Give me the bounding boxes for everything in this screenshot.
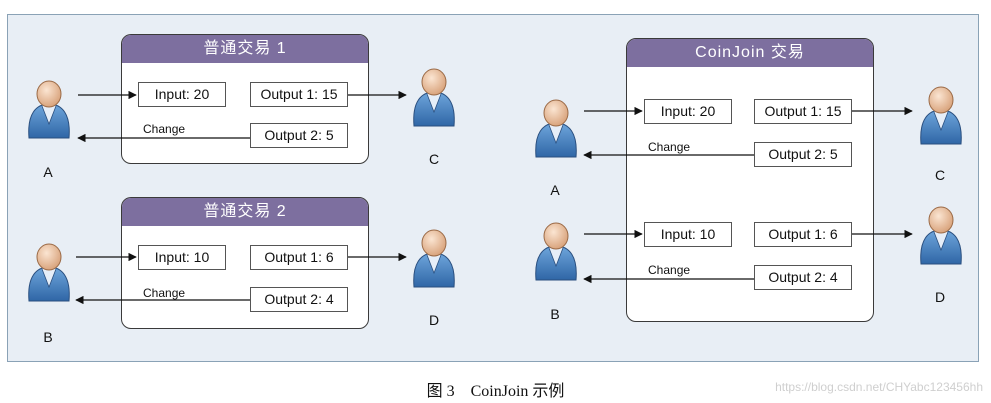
name-b-left: B	[43, 329, 53, 345]
coinjoin-b-output1-box: Output 1: 6	[754, 222, 852, 247]
name-d-left: D	[428, 312, 440, 328]
coinjoin-title: CoinJoin 交易	[627, 39, 873, 67]
name-c-left: C	[428, 151, 440, 167]
person-a-right-icon	[535, 99, 577, 158]
person-b-left-icon	[28, 243, 70, 302]
figure-caption: 图 3 CoinJoin 示例	[426, 383, 565, 400]
tx2-output1-box: Output 1: 6	[250, 245, 348, 270]
tx2-change-label: Change	[143, 286, 186, 300]
coinjoin-b-output2-box: Output 2: 4	[754, 265, 852, 290]
tx2-input-box: Input: 10	[138, 245, 226, 270]
name-b-right: B	[550, 306, 560, 322]
person-c-right-icon	[920, 86, 962, 145]
person-d-left-icon	[413, 229, 455, 288]
name-a-left: A	[43, 164, 53, 180]
name-c-right: C	[934, 167, 946, 183]
coinjoin-a-input-box: Input: 20	[644, 99, 732, 124]
person-c-left-icon	[413, 68, 455, 127]
coinjoin-a-output1-box: Output 1: 15	[754, 99, 852, 124]
person-a-left-icon	[28, 80, 70, 139]
coinjoin-a-output2-box: Output 2: 5	[754, 142, 852, 167]
tx1-change-label: Change	[143, 122, 186, 136]
tx2-output2-box: Output 2: 4	[250, 287, 348, 312]
tx1-output1-box: Output 1: 15	[250, 82, 348, 107]
tx1-input-box: Input: 20	[138, 82, 226, 107]
tx1-box: 普通交易 1	[121, 34, 369, 164]
name-a-right: A	[550, 182, 560, 198]
tx1-output2-box: Output 2: 5	[250, 123, 348, 148]
person-d-right-icon	[920, 206, 962, 265]
coinjoin-a-change-label: Change	[648, 140, 691, 154]
tx2-title: 普通交易 2	[122, 198, 368, 226]
tx1-title: 普通交易 1	[122, 35, 368, 63]
person-b-right-icon	[535, 222, 577, 281]
coinjoin-b-input-box: Input: 10	[644, 222, 732, 247]
coinjoin-b-change-label: Change	[648, 263, 691, 277]
watermark: https://blog.csdn.net/CHYabc123456hh	[775, 380, 983, 394]
name-d-right: D	[934, 289, 946, 305]
